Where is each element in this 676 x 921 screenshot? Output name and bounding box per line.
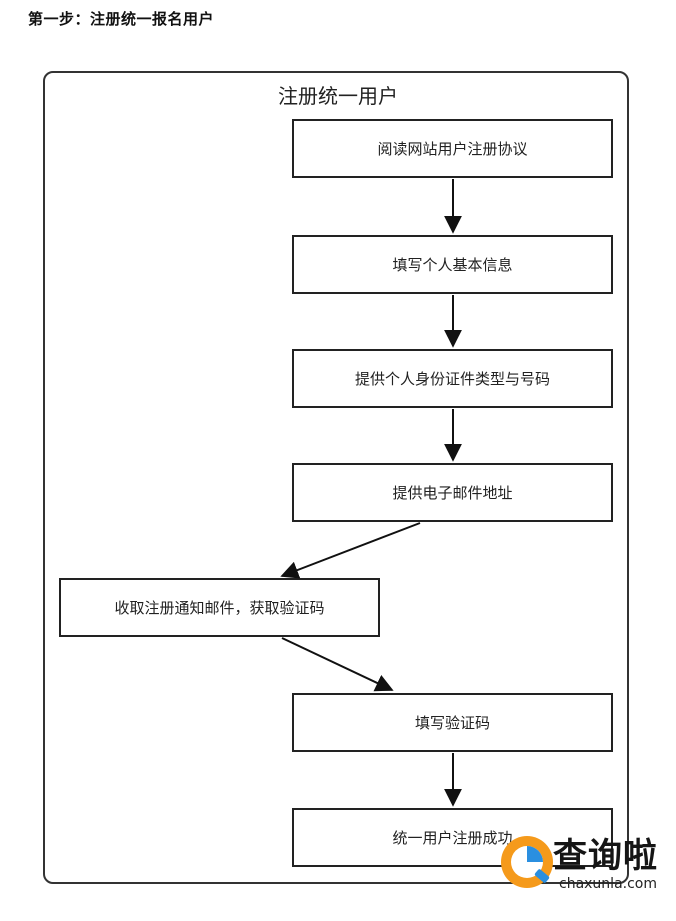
step-id-document: 提供个人身份证件类型与号码	[292, 349, 613, 408]
flowchart-panel	[43, 71, 629, 884]
step-registration-success: 统一用户注册成功	[292, 808, 613, 867]
step-receive-code: 收取注册通知邮件，获取验证码	[59, 578, 380, 637]
step-read-agreement: 阅读网站用户注册协议	[292, 119, 613, 178]
watermark: 查询啦 chaxunla.com	[495, 824, 671, 914]
watermark-text: 查询啦	[553, 836, 658, 876]
panel-title: 注册统一用户	[278, 84, 398, 108]
step-fill-basic-info: 填写个人基本信息	[292, 235, 613, 294]
arrow-5	[281, 637, 394, 692]
chaxunla-logo-icon	[501, 836, 553, 888]
arrow-4	[280, 522, 421, 579]
step-enter-code: 填写验证码	[292, 693, 613, 752]
watermark-domain: chaxunla.com	[559, 876, 657, 892]
step-heading: 第一步：注册统一报名用户	[28, 10, 215, 28]
step-email-address: 提供电子邮件地址	[292, 463, 613, 522]
